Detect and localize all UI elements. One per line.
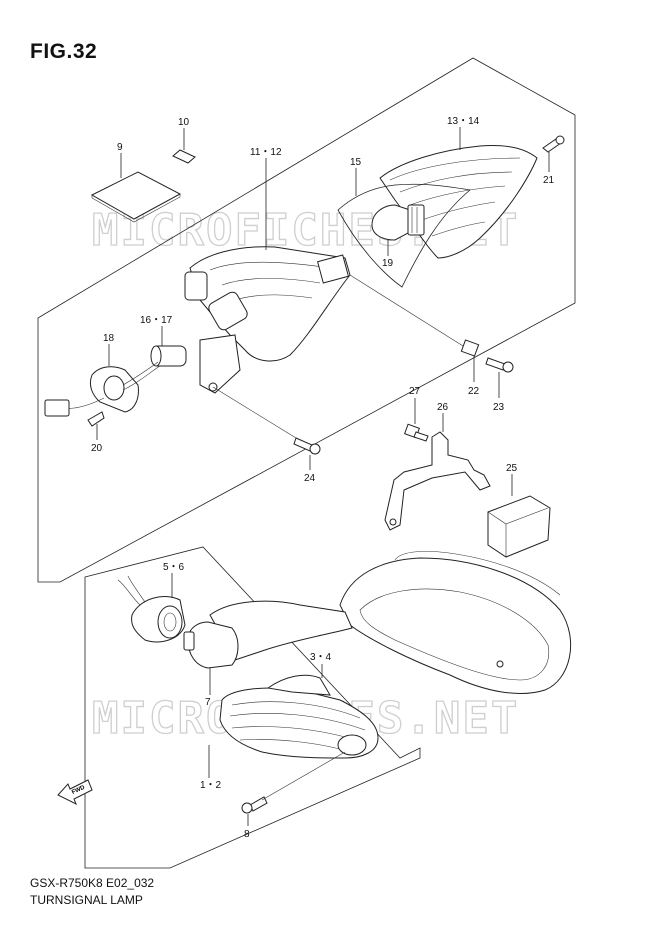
label-13-14: 13・14: [447, 116, 480, 127]
label-3-4: 3・4: [310, 652, 332, 663]
part-18-harness: [44, 344, 161, 417]
label-5-6: 5・6: [163, 562, 185, 573]
label-27: 27: [409, 386, 421, 397]
label-26: 26: [437, 402, 449, 413]
label-18: 18: [103, 333, 115, 344]
part-26-bracket: [384, 413, 491, 531]
part-27-bolt: [404, 398, 429, 442]
label-8: 8: [244, 829, 250, 840]
label-11-12: 11・12: [250, 147, 282, 158]
part-8-screw: [241, 751, 346, 826]
part-24-screw: [293, 437, 321, 470]
label-23: 23: [493, 402, 505, 413]
part-3-4-lens: [219, 664, 379, 759]
label-10: 10: [178, 117, 190, 128]
turnsignal-stalk: [209, 600, 353, 661]
part-7-bulb: [183, 621, 239, 695]
part-9-sheet: [90, 153, 182, 223]
label-20: 20: [91, 443, 103, 454]
fwd-arrow-icon: FWD: [57, 779, 93, 806]
label-22: 22: [468, 386, 480, 397]
label-9: 9: [117, 142, 123, 153]
lower-group-frame: [84, 546, 421, 869]
label-16-17: 16・17: [140, 315, 173, 326]
mirror-housing: [339, 550, 572, 694]
label-7: 7: [205, 697, 211, 708]
label-25: 25: [506, 463, 518, 474]
label-24: 24: [304, 473, 316, 484]
fwd-label: FWD: [71, 784, 87, 795]
figure-title: FIG.32: [30, 40, 98, 63]
label-21: 21: [543, 175, 555, 186]
part-11-12-housing: [184, 158, 351, 394]
label-1-2: 1・2: [200, 780, 222, 791]
part-5-6-socket: [117, 573, 186, 643]
part-25-relay: [487, 474, 551, 558]
label-15: 15: [350, 157, 362, 168]
part-22-nut: [460, 339, 480, 382]
upper-group-frame: [37, 57, 576, 583]
part-16-17-socket: [150, 326, 187, 367]
part-23-screw: [485, 357, 514, 398]
part-21-screw: [542, 135, 565, 172]
figure-name: TURNSIGNAL LAMP: [30, 893, 143, 907]
part-19-bulb: [371, 204, 425, 256]
figure-code: GSX-R750K8 E02_032: [30, 876, 155, 890]
part-10-pad: [172, 128, 196, 164]
part-20-screw: [87, 411, 105, 440]
label-19: 19: [382, 258, 394, 269]
part-15-gasket: [337, 183, 471, 288]
